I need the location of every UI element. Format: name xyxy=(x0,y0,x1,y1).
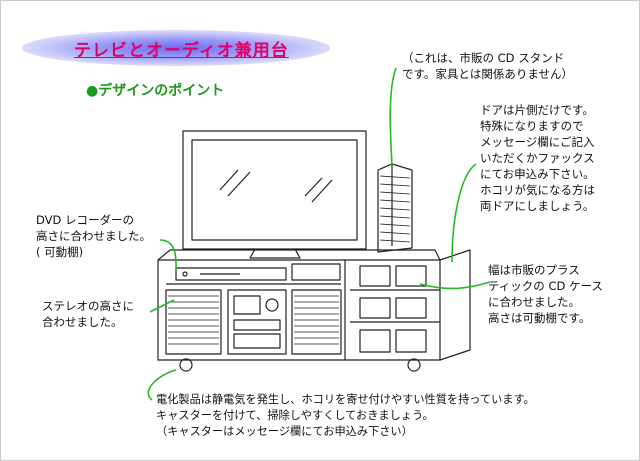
stereo-note-line: 合わせました。 xyxy=(42,315,123,329)
door-note-line: メッセージ欄にご記入 xyxy=(480,135,595,149)
cd-stand-drawing xyxy=(377,163,413,253)
dvd-note-line: 高さに合わせました。 xyxy=(36,229,151,243)
tv-drawing xyxy=(182,130,367,259)
cd-stand-note-line: （これは、市販の CD スタンド xyxy=(402,51,565,65)
door-note-line: にてお申込み下さい。 xyxy=(480,167,595,181)
width-note-line: ティックの CD ケース xyxy=(488,279,603,293)
stereo-note-line: ステレオの高さに xyxy=(42,299,134,313)
door-note-line: 両ドアにしましょう。 xyxy=(480,199,595,213)
door-note: ドアは片側だけです。 特殊になりますので メッセージ欄にご記入 いただくかファッ… xyxy=(480,102,595,214)
page-title: テレビとオーディオ兼用台 xyxy=(74,41,289,61)
caster-note-line: 電化製品は静電気を発生し、ホコリを寄せ付けやすい性質を持っています。 xyxy=(156,393,535,406)
door-note-line: いただくかファックス xyxy=(480,151,595,165)
caster-note: 電化製品は静電気を発生し、ホコリを寄せ付けやすい性質を持っています。 キャスター… xyxy=(156,392,535,440)
cd-stand-note: （これは、市販の CD スタンド です。家具とは関係ありません） xyxy=(402,50,573,82)
dvd-note-line: ( 可動棚) xyxy=(36,245,84,259)
caster-note-line: キャスターを付けて、掃除しやすくしておきましょう。 xyxy=(156,409,434,422)
door-note-line: ドアは片側だけです。 xyxy=(480,103,594,117)
width-note: 幅は市販のプラス ティックの CD ケース に合わせました。 高さは可動棚です。 xyxy=(488,262,603,326)
width-note-line: 幅は市販のプラス xyxy=(488,263,580,277)
cd-stand-note-line: です。家具とは関係ありません） xyxy=(402,67,574,81)
title-glow xyxy=(22,30,330,66)
stereo-note: ステレオの高さに 合わせました。 xyxy=(42,298,134,330)
dvd-note: DVD レコーダーの 高さに合わせました。 ( 可動棚) xyxy=(36,212,151,260)
dvd-note-line: DVD レコーダーの xyxy=(36,213,135,227)
width-note-line: 高さは可動棚です。 xyxy=(488,311,591,325)
leader-lines xyxy=(147,67,491,401)
caster-note-line: （キャスターはメッセージ欄にてお申込み下さい） xyxy=(156,425,413,438)
design-points-heading: ●デザインのポイント xyxy=(86,83,225,99)
cabinet-drawing xyxy=(157,249,471,372)
width-note-line: に合わせました。 xyxy=(488,295,580,309)
door-note-line: ホコリが気になる方は xyxy=(480,183,595,197)
door-note-line: 特殊になりますので xyxy=(480,119,584,133)
